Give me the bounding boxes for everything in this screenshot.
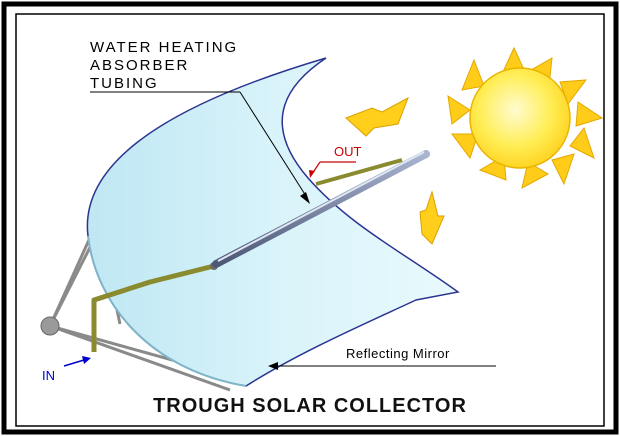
mirror-label: Reflecting Mirror	[346, 346, 450, 361]
outlet-label: OUT	[334, 144, 362, 159]
mirror-leader	[268, 362, 496, 370]
absorber-label-line2: ABSORBER	[90, 57, 189, 74]
reflecting-mirror	[86, 57, 460, 387]
absorber-tube-highlight	[217, 151, 425, 262]
outlet-pipe	[315, 158, 403, 186]
inner-border	[15, 13, 605, 427]
absorber-label-line1: WATER HEATING	[90, 39, 238, 56]
absorber-leader	[90, 91, 310, 204]
inlet-arrow	[63, 356, 91, 367]
outlet-arrow	[309, 161, 356, 178]
sunray-arrow-icon	[345, 96, 409, 137]
inlet-label: IN	[42, 368, 55, 383]
pivot-joint	[40, 316, 60, 336]
inlet-pipe	[91, 263, 215, 352]
mirror-edge-shade	[87, 235, 247, 387]
absorber-label-line3: TUBING	[90, 75, 159, 92]
sun-icon	[447, 46, 604, 189]
sunray-arrow-icon	[419, 190, 445, 245]
diagram-title: TROUGH SOLAR COLLECTOR	[153, 395, 467, 417]
absorber-tube	[212, 150, 430, 268]
